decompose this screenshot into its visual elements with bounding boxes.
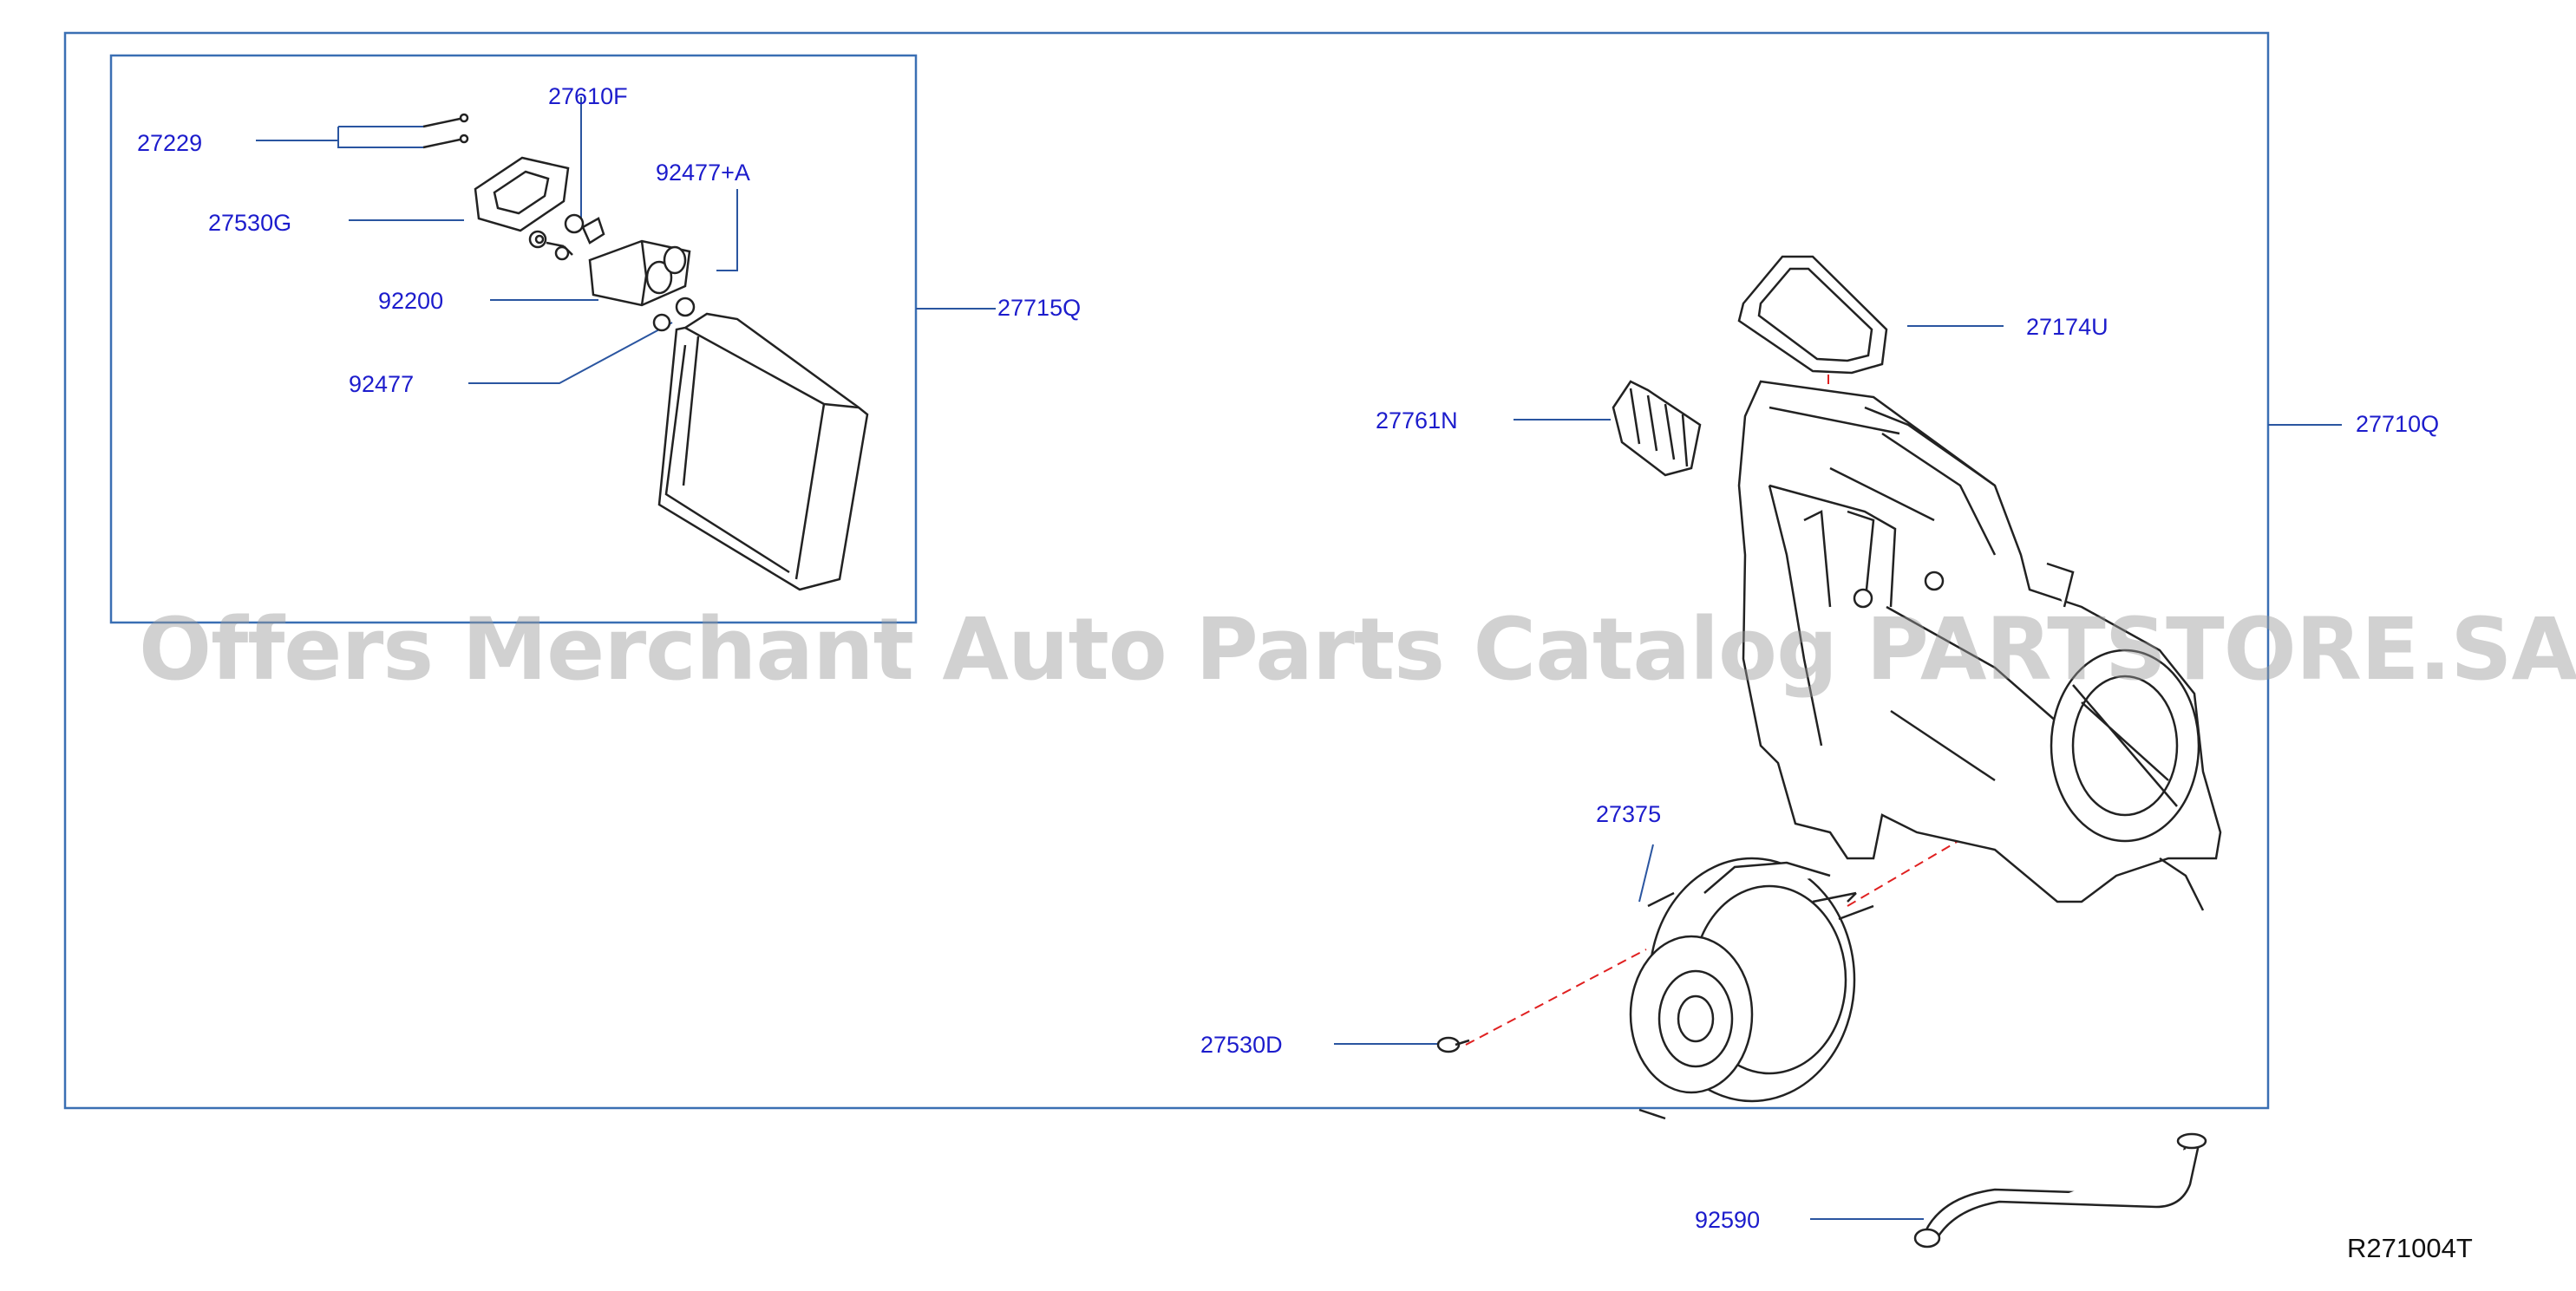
- gasket-seal: [1737, 255, 1888, 375]
- label-27174U: 27174U: [2026, 314, 2109, 340]
- drain-hose: [1913, 1132, 2207, 1249]
- evaporator-subframe: [109, 54, 918, 624]
- label-92590: 92590: [1695, 1207, 1761, 1233]
- blower-resistor: [1612, 380, 1702, 477]
- blower-motor: [1629, 857, 1874, 1120]
- label-27530D: 27530D: [1200, 1032, 1283, 1058]
- label-27530G: 27530G: [208, 210, 292, 236]
- label-27710Q: 27710Q: [2356, 411, 2440, 437]
- evaporator-parts: [422, 113, 869, 591]
- label-27375: 27375: [1596, 801, 1662, 827]
- label-27229: 27229: [137, 130, 203, 156]
- label-92200: 92200: [378, 288, 444, 314]
- heater-unit-case: [1737, 380, 2222, 911]
- leader-lines: [256, 97, 2342, 1220]
- label-27610F: 27610F: [548, 83, 628, 109]
- assembly-frame: [63, 31, 2270, 1110]
- label-27761N: 27761N: [1376, 408, 1458, 434]
- label-92477: 92477: [349, 371, 415, 397]
- screw: [1436, 1036, 1470, 1053]
- label-92477A: 92477+A: [656, 160, 750, 186]
- watermark: Offers Merchant Auto Parts Catalog PARTS…: [139, 600, 2576, 700]
- label-27715Q: 27715Q: [997, 295, 1082, 321]
- diagram-code: R271004T: [2347, 1233, 2473, 1263]
